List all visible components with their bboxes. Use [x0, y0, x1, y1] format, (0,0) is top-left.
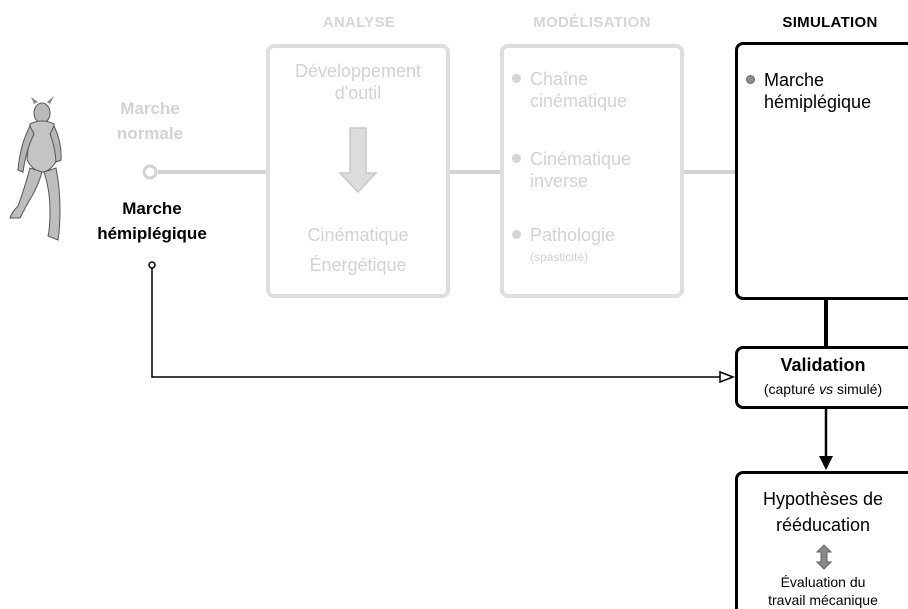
node-hemi: [148, 261, 156, 269]
node-normal: [142, 164, 158, 180]
simulation-item: Marche hémiplégique: [746, 69, 871, 113]
analyse-out-line2: Énergétique: [309, 255, 407, 275]
bullet-icon: [512, 74, 521, 83]
analyse-box: Développement d'outil Cinématique Énergé…: [266, 44, 450, 298]
label-marche-hemiplegique: Marche hémiplégique: [76, 196, 228, 246]
header-simulation: SIMULATION: [782, 14, 878, 31]
validation-subtitle: (capturé vs simulé): [738, 381, 908, 397]
label-hemi-line2: hémiplégique: [97, 224, 207, 243]
modelisation-item1-line1: Chaîne: [530, 69, 589, 89]
open-arrowhead-icon: [719, 370, 736, 384]
label-normal-line1: Marche: [120, 99, 180, 118]
evaluation-line1: Évaluation du: [780, 574, 866, 590]
hypotheses-text: Hypothèses de rééducation: [738, 486, 908, 538]
bullet-icon: [746, 75, 755, 84]
analyse-dev-line1: Développement: [294, 61, 422, 81]
evaluation-line2: travail mécanique: [768, 592, 878, 608]
modelisation-item-1: Chaîne cinématique: [512, 68, 627, 112]
analyse-dev-text: Développement d'outil: [270, 60, 446, 104]
validation-title: Validation: [780, 355, 866, 375]
simulation-item-line2: hémiplégique: [764, 92, 872, 112]
analyse-dev-line2: d'outil: [334, 83, 382, 103]
modelisation-box: Chaîne cinématique Cinématique inverse P…: [500, 44, 684, 298]
analyse-out-line1: Cinématique: [307, 225, 409, 245]
connector-hemi-to-validation: [151, 268, 720, 378]
down-arrow-icon: [338, 127, 378, 194]
analyse-output-text: Cinématique Énergétique: [270, 220, 446, 280]
human-figure-icon: [9, 96, 62, 241]
validation-sub-close: simulé): [833, 381, 883, 397]
label-hemi-line1: Marche: [122, 199, 182, 218]
simulation-box: Marche hémiplégique: [735, 42, 908, 300]
modelisation-item3-line1: Pathologie: [530, 225, 616, 245]
label-marche-normale: Marche normale: [100, 96, 200, 146]
down-arrowhead-icon: [819, 456, 833, 470]
hypotheses-box: Hypothèses de rééducation Évaluation du …: [735, 471, 908, 609]
modelisation-item2-line1: Cinématique: [530, 149, 632, 169]
header-analyse: ANALYSE: [322, 14, 396, 31]
evaluation-text: Évaluation du travail mécanique: [738, 573, 908, 609]
modelisation-item3-note: (spasticité): [530, 250, 589, 264]
label-normal-line2: normale: [116, 124, 184, 143]
validation-sub-vs: vs: [819, 381, 834, 397]
modelisation-item-3: Pathologie (spasticité): [512, 224, 615, 268]
modelisation-item1-line2: cinématique: [530, 91, 628, 111]
modelisation-item-2: Cinématique inverse: [512, 148, 631, 192]
bullet-icon: [512, 230, 521, 239]
double-arrow-icon: [815, 544, 833, 570]
simulation-item-line1: Marche: [764, 70, 825, 90]
header-modelisation: MODÉLISATION: [533, 14, 651, 31]
hypotheses-line2: rééducation: [775, 515, 871, 535]
validation-sub-open: (capturé: [763, 381, 820, 397]
modelisation-item2-line2: inverse: [530, 171, 589, 191]
bullet-icon: [512, 154, 521, 163]
hypotheses-line1: Hypothèses de: [762, 489, 884, 509]
validation-box: Validation (capturé vs simulé): [735, 346, 908, 409]
